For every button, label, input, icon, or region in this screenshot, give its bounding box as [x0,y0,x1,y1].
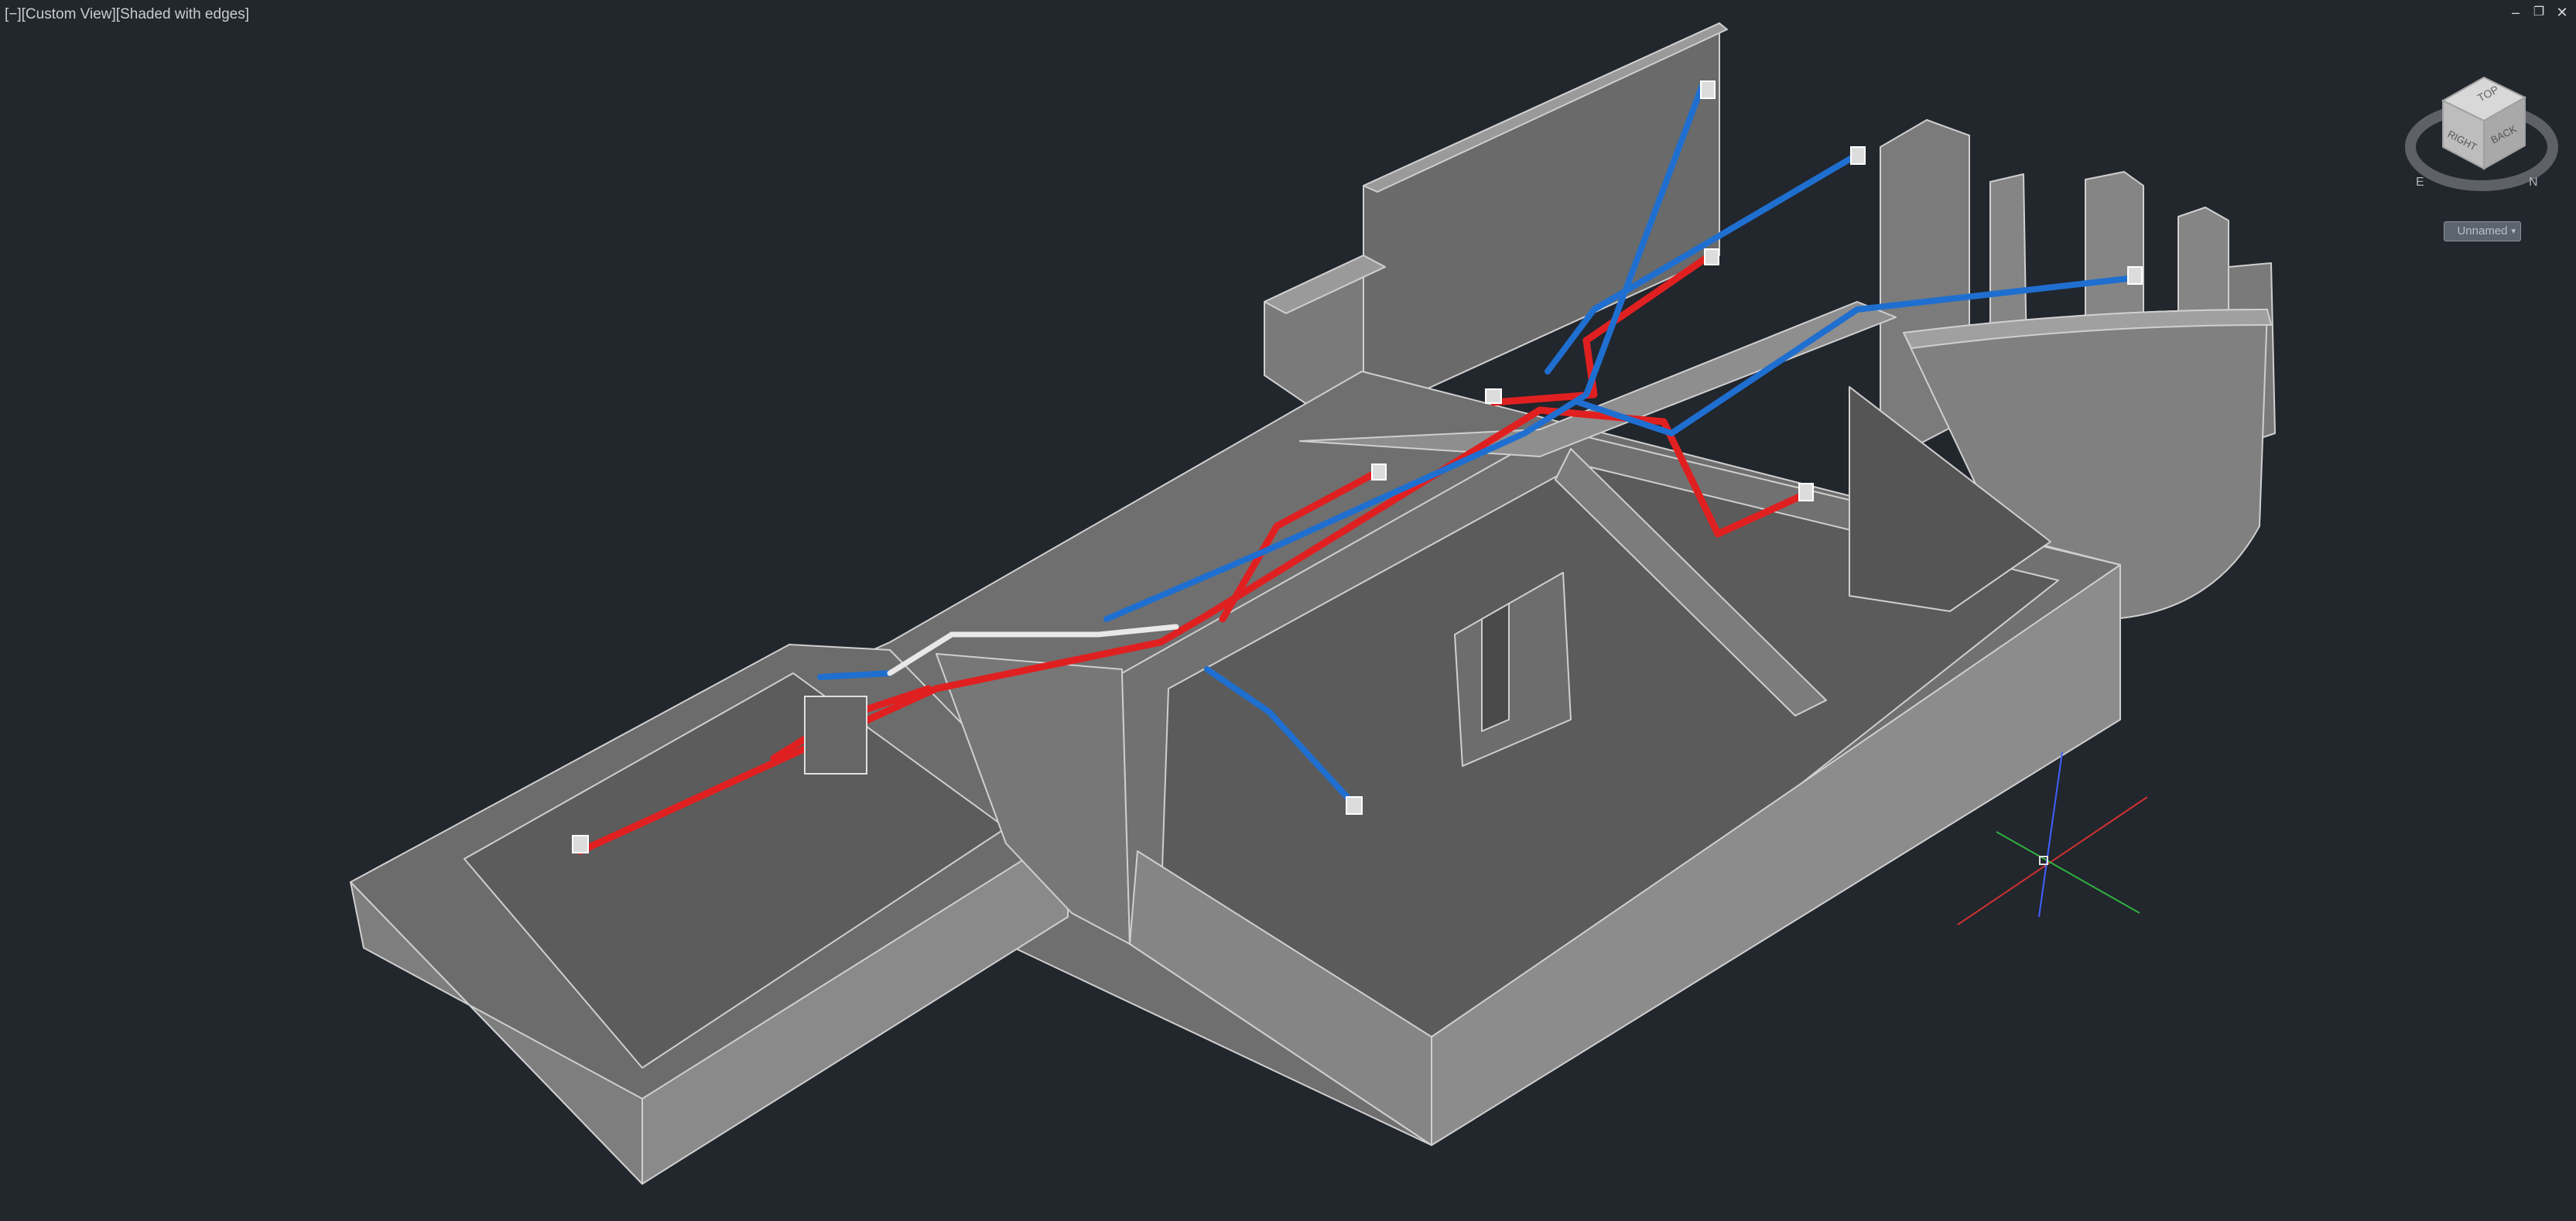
fixture-6[interactable] [1485,388,1502,404]
blue-pipe-4[interactable] [1204,666,1357,808]
viewcube-icon[interactable]: TOP RIGHT BACK E N [2405,76,2558,191]
view-selector[interactable]: [Custom View] [21,6,116,22]
building-model[interactable] [350,22,2276,1185]
fixture-2[interactable] [1371,463,1387,481]
red-pipe-main[interactable] [576,406,1807,855]
connector-block [936,653,1131,945]
rear-block-top [1264,255,1386,314]
curved-wall-top [1903,309,2272,349]
diagonal-wall [1555,448,1827,717]
right-room-floor [1849,386,2051,612]
fixture-3[interactable] [1700,80,1716,99]
ucs-name-dropdown[interactable]: Unnamed [2444,221,2521,241]
blue-pipe-2[interactable] [1545,152,1860,375]
ucs-axis-icon [1957,751,2148,925]
fixture-9[interactable] [1346,796,1363,815]
red-pipe-branch-2[interactable] [1490,251,1714,406]
white-duct-line[interactable] [887,624,1179,676]
visual-style-selector[interactable]: [Shaded with edges] [115,6,249,22]
fixture-4[interactable] [1850,146,1866,165]
window-controls: – ❐ ✕ [2508,5,2570,20]
red-pipe-network[interactable] [576,251,1807,855]
fixture-8[interactable] [2127,266,2143,285]
fixture-1[interactable] [572,835,589,853]
restore-icon[interactable]: ❐ [2533,5,2545,19]
white-duct[interactable] [804,624,1179,775]
fixtures[interactable] [572,80,2143,853]
blue-pipe-5[interactable] [817,670,893,680]
blue-pipe-3[interactable] [1575,275,2131,436]
door-opening [1481,603,1510,732]
center-room-right [1431,564,2121,1146]
fixture-5[interactable] [1704,248,1719,265]
red-pipe-branch-1[interactable] [1219,468,1381,623]
rear-wall-top [1363,22,1728,193]
minimize-icon[interactable]: – [2511,5,2520,20]
blue-pipe-network[interactable] [817,82,2131,808]
viewport-menu[interactable]: [−] [5,6,22,22]
close-icon[interactable]: ✕ [2556,5,2568,20]
viewcube-back-face[interactable] [2483,96,2526,170]
compass-north-label: N [2529,176,2538,189]
equipment-unit[interactable] [804,696,867,775]
rear-wall-left [1363,22,1720,419]
viewport-controls-label[interactable]: [−][Custom View][Shaded with edges] [5,6,249,23]
compass-east-label: E [2416,176,2424,189]
fixture-7[interactable] [1798,483,1814,501]
